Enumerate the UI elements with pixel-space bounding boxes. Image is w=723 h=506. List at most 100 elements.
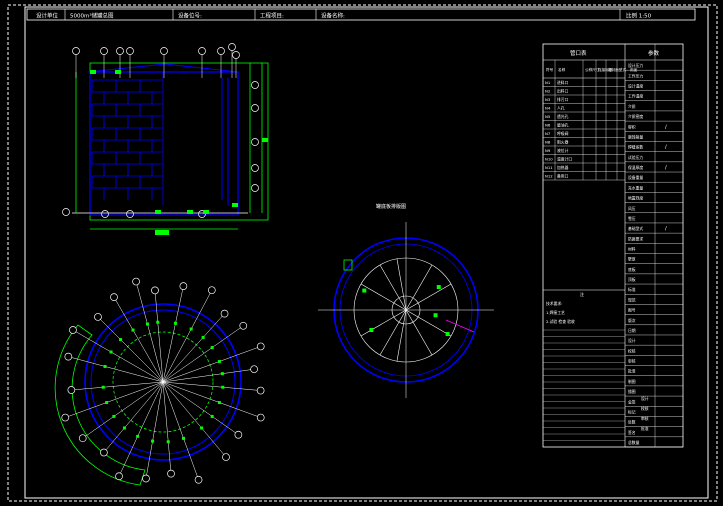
nozzle-name: 阻火器 — [557, 140, 569, 145]
callout-bubble — [100, 47, 108, 55]
nozzle-callout-bubble — [256, 342, 265, 351]
tank-elevation-view — [62, 43, 269, 235]
nozzle-ray — [71, 381, 164, 391]
nozzle-name: 备用口 — [557, 174, 569, 179]
diameter-dim-text — [155, 230, 169, 235]
nozzle-ray — [145, 381, 164, 479]
nozzle-marker — [109, 350, 113, 354]
nozzle-marker — [436, 285, 441, 290]
param-label: 工作压力 — [628, 73, 643, 78]
nozzle-marker — [217, 401, 221, 405]
nozzle-marker — [220, 372, 224, 376]
param-label: 材料 — [628, 247, 636, 252]
callout-bubble — [62, 208, 70, 216]
nozzle-symbol: N8 — [545, 140, 551, 145]
nozzle-ray — [162, 381, 239, 435]
param-label: 焊缝系数 — [628, 145, 643, 150]
param-label: 容积 — [628, 124, 636, 129]
nozzle-symbol: N6 — [545, 123, 551, 128]
nozzle-ray — [162, 286, 184, 383]
nozzle-ray — [162, 368, 255, 383]
inner-border — [24, 6, 709, 499]
title-block: 设计单位 5000m³储罐总图 设备位号: 工程项目: 设备名称: 比例 1:5… — [26, 8, 696, 21]
callout-bubble — [126, 210, 134, 218]
callout-bubble — [198, 47, 206, 55]
nozzle-marker — [210, 414, 214, 418]
table-col-header: 符号 — [546, 67, 554, 72]
param-label: 签名 — [628, 430, 636, 435]
plate-seam — [379, 309, 407, 356]
nozzle-callout-bubble — [151, 286, 159, 295]
nozzle-ray — [113, 297, 164, 383]
plate-seam — [360, 309, 407, 337]
callout-bubble — [232, 51, 240, 59]
nozzle-marker — [217, 359, 221, 363]
nozzle-callout-bubble — [167, 469, 175, 478]
callout-bubble — [101, 210, 109, 218]
param-label: 描图 — [628, 389, 636, 394]
nozzle-marker — [103, 364, 107, 368]
table-column-headers: 符号名称公称尺寸连接标准密封面型式用途 — [546, 60, 638, 180]
nozzle-marker — [166, 440, 170, 444]
nozzle-marker — [221, 385, 225, 389]
nozzle-callout-bubble — [69, 326, 77, 334]
nozzle-ray — [162, 313, 225, 383]
equipment-no-label: 设备位号: — [178, 12, 202, 20]
nozzle-ray — [72, 329, 164, 383]
sign-label: 批准 — [641, 426, 649, 431]
nozzle-name: 温度计口 — [557, 157, 572, 162]
nozzle-marker — [136, 434, 140, 438]
nozzle-marker — [105, 401, 109, 405]
param-label: 制图 — [628, 379, 636, 384]
nozzle-symbol: N4 — [545, 106, 551, 111]
manhole-mark — [343, 259, 353, 271]
nozzle-symbol: N2 — [545, 89, 551, 94]
param-label: 标记 — [628, 409, 636, 414]
nozzle-ray — [162, 381, 261, 418]
plate-seam — [405, 309, 452, 337]
nozzle-marker — [200, 426, 204, 430]
nozzle-name: 加热器 — [557, 165, 569, 170]
nozzle-callout-bubble — [239, 321, 248, 330]
param-label: 风压 — [628, 206, 636, 211]
callout-bubble — [251, 104, 259, 112]
nozzle-callout-bubble — [78, 434, 87, 443]
nozzle-marker — [433, 313, 438, 318]
param-label: 试验压力 — [628, 155, 643, 160]
nozzle-symbol: N12 — [545, 174, 553, 179]
nozzle-marker — [119, 338, 123, 342]
notes-label: 注 — [580, 291, 584, 297]
nozzle-mark — [115, 70, 121, 74]
outer-border — [7, 4, 718, 502]
plan-shell-inner — [90, 309, 236, 455]
nozzle-callout-bubble — [234, 430, 243, 439]
param-value: / — [665, 145, 667, 151]
nozzle-mark — [232, 203, 238, 207]
nozzle-callout-bubble — [207, 286, 216, 295]
param-label: 批准 — [628, 369, 636, 374]
nozzle-symbol: N3 — [545, 97, 551, 102]
parameter-rows: 设计压力工作压力设计温度工作温度介质介质密度容积腐蚀裕量焊缝系数试验压力保温厚度… — [625, 63, 683, 448]
param-label: 处数 — [628, 420, 636, 425]
callout-bubble — [72, 47, 80, 55]
param-label: 介质 — [628, 104, 636, 109]
sign-label: 审核 — [641, 416, 649, 421]
table-frame — [542, 43, 684, 448]
nozzle-ray — [162, 381, 199, 480]
notes-line: 2.试验 检查 验收 — [546, 319, 575, 324]
sign-label: 设计 — [641, 396, 649, 401]
nozzle-callout-bubble — [115, 472, 123, 481]
plate-seam — [379, 264, 407, 311]
param-label: 底板 — [628, 267, 636, 272]
nozzle-marker — [182, 436, 186, 440]
param-label: 日期 — [628, 328, 636, 333]
param-label: 版次 — [628, 318, 636, 323]
project-label: 工程项目: — [260, 12, 284, 20]
notes-line: 1.焊接工艺 — [546, 310, 565, 315]
nozzle-marker — [101, 385, 105, 389]
accent-leader — [445, 319, 475, 333]
nozzle-marker — [156, 320, 160, 324]
param-label: 设计压力 — [628, 63, 643, 68]
